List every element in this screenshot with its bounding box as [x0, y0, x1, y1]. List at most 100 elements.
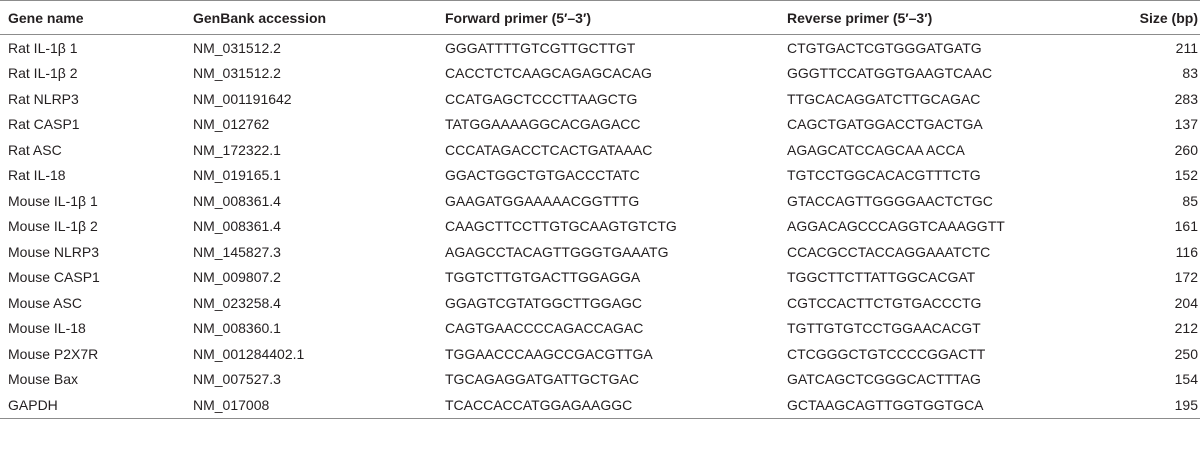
- gene-name-cell: Mouse IL-1β 1: [8, 192, 98, 209]
- gene-name-cell: GAPDH: [8, 396, 58, 413]
- genbank-accession-cell: NM_001191642: [193, 90, 292, 107]
- size-cell: 212: [1174, 320, 1198, 337]
- genbank-accession-cell: NM_031512.2: [193, 39, 281, 56]
- size-cell: 204: [1174, 294, 1198, 311]
- table-row: Mouse IL-18 NM_008360.1 CAGTGAACCCCAGACCAG…: [0, 316, 1200, 342]
- header-size: Size (bp): [1139, 9, 1198, 26]
- genbank-accession-cell: NM_008361.4: [193, 218, 281, 235]
- gene-name-cell: Mouse Bax: [8, 371, 79, 388]
- size-cell: 250: [1174, 345, 1198, 362]
- size-cell: 161: [1174, 218, 1198, 235]
- forward-primer-cell: GGACTGGCTGTGACCCTATC: [445, 167, 640, 184]
- table-row: Mouse IL-1β 2 NM_008361.4 CAAGCTTCCTTGTGCA…: [0, 214, 1200, 240]
- gene-name-cell: Rat IL-1β 1: [8, 39, 78, 56]
- reverse-primer-cell: AGGACAGCCCAGGTCAAAGGTT: [787, 218, 1005, 235]
- forward-primer-cell: AGAGCCTACAGTTGGGTGAAATG: [445, 243, 669, 260]
- table-row: Rat ASC NM_172322.1 CCCATAGACCTCACTGATAAAC…: [0, 137, 1200, 163]
- genbank-accession-cell: NM_008361.4: [193, 192, 281, 209]
- reverse-primer-cell: TTGCACAGGATCTTGCAGAC: [787, 90, 981, 107]
- table-row: Rat IL-1β 2 NM_031512.2 CACCTCTCAAGCAGAGCA…: [0, 61, 1200, 87]
- reverse-primer-cell: TGTTGTGTCCTGGAACACGT: [787, 320, 981, 337]
- table-row: Mouse ASC NM_023258.4 GGAGTCGTATGGCTTGGAGC…: [0, 290, 1200, 316]
- size-cell: 154: [1174, 371, 1198, 388]
- header-forward-primer: Forward primer (5′–3′): [445, 9, 591, 26]
- gene-name-cell: Rat NLRP3: [8, 90, 79, 107]
- forward-primer-cell: TGGAACCCAAGCCGACGTTGA: [445, 345, 653, 362]
- table-row: Mouse IL-1β 1 NM_008361.4 GAAGATGGAAAAACGG…: [0, 188, 1200, 214]
- reverse-primer-cell: GCTAAGCAGTTGGTGGTGCA: [787, 396, 984, 413]
- primer-table: Gene name GenBank accession Forward prim…: [0, 0, 1200, 418]
- forward-primer-cell: GGGATTTTGTCGTTGCTTGT: [445, 39, 636, 56]
- header-genbank-accession: GenBank accession: [193, 9, 327, 26]
- size-cell: 152: [1174, 167, 1198, 184]
- forward-primer-cell: CAGTGAACCCCAGACCAGAC: [445, 320, 644, 337]
- table-body: Rat IL-1β 1 NM_031512.2 GGGATTTTGTCGTTGCTT…: [0, 35, 1200, 418]
- gene-name-cell: Rat ASC: [8, 141, 62, 158]
- table-header: Gene name GenBank accession Forward prim…: [0, 0, 1200, 35]
- reverse-primer-cell: TGTCCTGGCACACGTTTCTG: [787, 167, 981, 184]
- reverse-primer-cell: GTACCAGTTGGGGAACTCTGC: [787, 192, 993, 209]
- forward-primer-cell: GGAGTCGTATGGCTTGGAGC: [445, 294, 643, 311]
- gene-name-cell: Mouse CASP1: [8, 269, 100, 286]
- genbank-accession-cell: NM_023258.4: [193, 294, 281, 311]
- forward-primer-cell: TATGGAAAAGGCACGAGACC: [445, 116, 641, 133]
- genbank-accession-cell: NM_008360.1: [193, 320, 281, 337]
- forward-primer-cell: TGGTCTTGTGACTTGGAGGA: [445, 269, 641, 286]
- genbank-accession-cell: NM_001284402.1: [193, 345, 305, 362]
- size-cell: 172: [1174, 269, 1198, 286]
- forward-primer-cell: TCACCACCATGGAGAAGGC: [445, 396, 633, 413]
- reverse-primer-cell: AGAGCATCCAGCAA ACCA: [787, 141, 965, 158]
- forward-primer-cell: CCCATAGACCTCACTGATAAAC: [445, 141, 653, 158]
- gene-name-cell: Mouse NLRP3: [8, 243, 100, 260]
- table-row: Rat IL-18 NM_019165.1 GGACTGGCTGTGACCCTATC…: [0, 163, 1200, 189]
- header-reverse-primer: Reverse primer (5′–3′): [787, 9, 933, 26]
- forward-primer-cell: CACCTCTCAAGCAGAGCACAG: [445, 65, 652, 82]
- reverse-primer-cell: CTGTGACTCGTGGGATGATG: [787, 39, 982, 56]
- header-gene-name: Gene name: [8, 9, 84, 26]
- size-cell: 260: [1174, 141, 1198, 158]
- genbank-accession-cell: NM_017008: [193, 396, 270, 413]
- genbank-accession-cell: NM_172322.1: [193, 141, 281, 158]
- reverse-primer-cell: GGGTTCCATGGTGAAGTCAAC: [787, 65, 993, 82]
- size-cell: 211: [1175, 39, 1198, 56]
- gene-name-cell: Mouse P2X7R: [8, 345, 99, 362]
- table-row: Mouse NLRP3 NM_145827.3 AGAGCCTACAGTTGGGTG…: [0, 239, 1200, 265]
- reverse-primer-cell: CGTCCACTTCTGTGACCCTG: [787, 294, 982, 311]
- gene-name-cell: Mouse IL-18: [8, 320, 86, 337]
- table-row: Mouse CASP1 NM_009807.2 TGGTCTTGTGACTTGGAG…: [0, 265, 1200, 291]
- genbank-accession-cell: NM_019165.1: [193, 167, 281, 184]
- table-row: Rat NLRP3 NM_001191642 CCATGAGCTCCCTTAAGCT…: [0, 86, 1200, 112]
- size-cell: 195: [1174, 396, 1198, 413]
- size-cell: 137: [1174, 116, 1198, 133]
- gene-name-cell: Rat CASP1: [8, 116, 80, 133]
- reverse-primer-cell: CAGCTGATGGACCTGACTGA: [787, 116, 983, 133]
- forward-primer-cell: TGCAGAGGATGATTGCTGAC: [445, 371, 639, 388]
- table-row: GAPDH NM_017008 TCACCACCATGGAGAAGGC GCTAAGC…: [0, 392, 1200, 418]
- size-cell: 116: [1175, 243, 1198, 260]
- size-cell: 283: [1174, 90, 1198, 107]
- genbank-accession-cell: NM_145827.3: [193, 243, 281, 260]
- table-row: Rat IL-1β 1 NM_031512.2 GGGATTTTGTCGTTGCTT…: [0, 35, 1200, 61]
- forward-primer-cell: CAAGCTTCCTTGTGCAAGTGTCTG: [445, 218, 677, 235]
- forward-primer-cell: CCATGAGCTCCCTTAAGCTG: [445, 90, 638, 107]
- size-cell: 85: [1182, 192, 1198, 209]
- table-row: Rat CASP1 NM_012762 TATGGAAAAGGCACGAGACC CA…: [0, 112, 1200, 138]
- genbank-accession-cell: NM_012762: [193, 116, 270, 133]
- genbank-accession-cell: NM_009807.2: [193, 269, 281, 286]
- table-row: Mouse Bax NM_007527.3 TGCAGAGGATGATTGCTGAC…: [0, 367, 1200, 393]
- reverse-primer-cell: CCACGCCTACCAGGAAATCTC: [787, 243, 991, 260]
- gene-name-cell: Mouse ASC: [8, 294, 82, 311]
- reverse-primer-cell: GATCAGCTCGGGCACTTTAG: [787, 371, 981, 388]
- gene-name-cell: Mouse IL-1β 2: [8, 218, 98, 235]
- size-cell: 83: [1182, 65, 1198, 82]
- header-row: Gene name GenBank accession Forward prim…: [0, 0, 1200, 35]
- genbank-accession-cell: NM_007527.3: [193, 371, 281, 388]
- genbank-accession-cell: NM_031512.2: [193, 65, 281, 82]
- table-row: Mouse P2X7R NM_001284402.1 TGGAACCCAAGCCGA…: [0, 341, 1200, 367]
- primer-table-container: Gene name GenBank accession Forward prim…: [0, 0, 1200, 418]
- forward-primer-cell: GAAGATGGAAAAACGGTTTG: [445, 192, 640, 209]
- reverse-primer-cell: CTCGGGCTGTCCCCGGACTT: [787, 345, 986, 362]
- gene-name-cell: Rat IL-1β 2: [8, 65, 78, 82]
- gene-name-cell: Rat IL-18: [8, 167, 66, 184]
- reverse-primer-cell: TGGCTTCTTATTGGCACGAT: [787, 269, 976, 286]
